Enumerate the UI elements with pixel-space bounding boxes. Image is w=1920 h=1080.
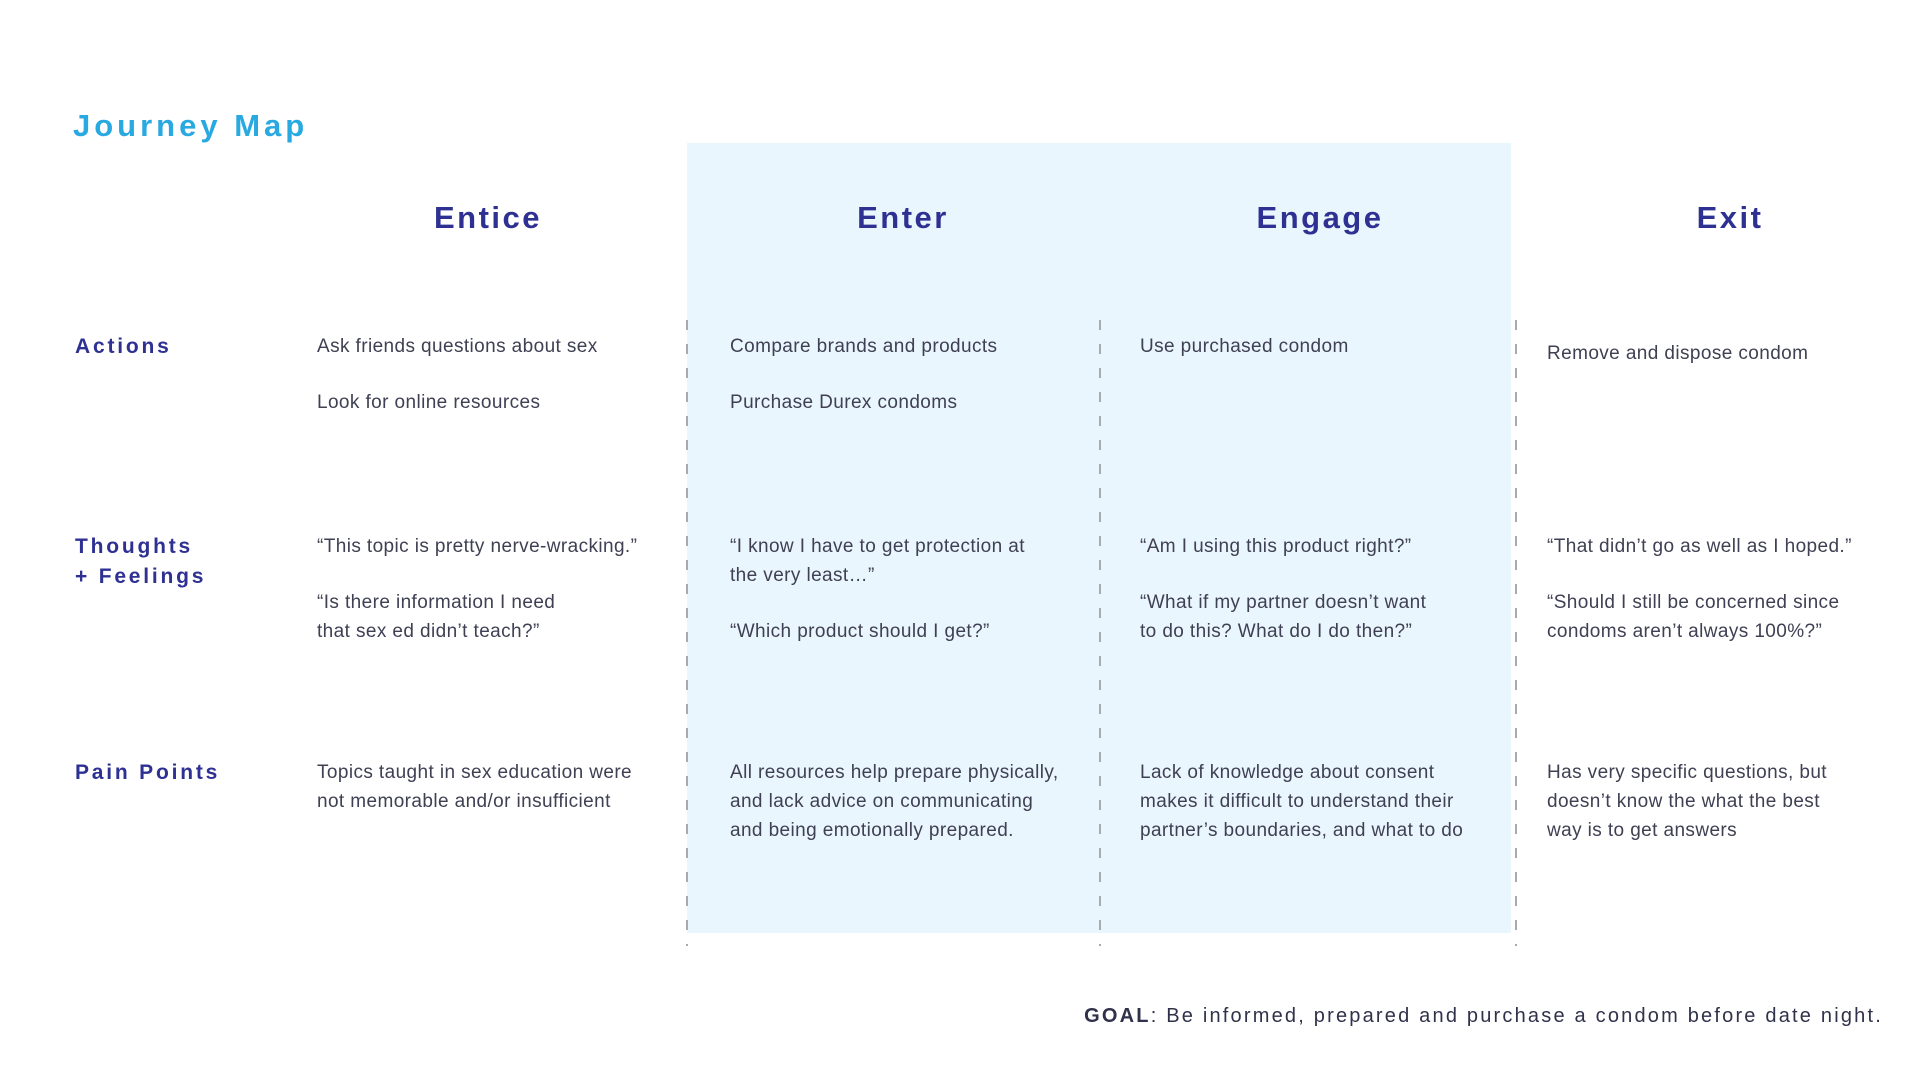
cell-paragraph: “Am I using this product right?”	[1140, 536, 1412, 557]
page-title: Journey Map	[73, 108, 309, 143]
cell-paragraph: “I know I have to get protection at the …	[730, 536, 1025, 586]
cell-paragraph: Use purchased condom	[1140, 336, 1349, 357]
row-label-pain-points: Pain Points	[75, 761, 221, 784]
cell-paragraph: Has very specific questions, but doesn’t…	[1547, 762, 1827, 841]
goal-label: GOAL	[1084, 1005, 1151, 1027]
cell-paragraph: “Should I still be concerned since condo…	[1547, 592, 1840, 642]
stage-header-exit: Exit	[1696, 200, 1764, 235]
cell-engage-actions: Use purchased condom	[1140, 332, 1510, 361]
cell-entice-thoughts: “This topic is pretty nerve-wracking.” “…	[317, 532, 682, 646]
column-divider-3	[1515, 320, 1517, 946]
cell-enter-thoughts: “I know I have to get protection at the …	[730, 532, 1100, 646]
cell-paragraph: Compare brands and products	[730, 336, 998, 357]
cell-paragraph: All resources help prepare physically, a…	[730, 762, 1059, 841]
cell-engage-thoughts: “Am I using this product right?” “What i…	[1140, 532, 1510, 646]
cell-paragraph: “That didn’t go as well as I hoped.”	[1547, 536, 1852, 557]
cell-paragraph: “Is there information I need that sex ed…	[317, 592, 556, 642]
goal-text: : Be informed, prepared and purchase a c…	[1150, 1005, 1883, 1027]
cell-exit-pain: Has very specific questions, but doesn’t…	[1547, 758, 1897, 845]
cell-paragraph: Lack of knowledge about consent makes it…	[1140, 762, 1464, 841]
row-label-actions: Actions	[75, 335, 172, 358]
cell-paragraph: Topics taught in sex education were not …	[317, 762, 633, 812]
cell-engage-pain: Lack of knowledge about consent makes it…	[1140, 758, 1510, 845]
cell-enter-pain: All resources help prepare physically, a…	[730, 758, 1100, 845]
row-label-thoughts-feelings: Thoughts + Feelings	[75, 535, 207, 588]
cell-enter-actions: Compare brands and products Purchase Dur…	[730, 332, 1100, 417]
cell-paragraph: Look for online resources	[317, 392, 541, 413]
cell-entice-actions: Ask friends questions about sex Look for…	[317, 332, 682, 417]
cell-exit-thoughts: “That didn’t go as well as I hoped.” “Sh…	[1547, 532, 1897, 646]
stage-header-entice: Entice	[433, 200, 543, 235]
cell-paragraph: “What if my partner doesn’t want to do t…	[1140, 592, 1427, 642]
cell-paragraph: Purchase Durex condoms	[730, 392, 958, 413]
stage-header-enter: Enter	[857, 200, 949, 235]
cell-paragraph: “Which product should I get?”	[730, 621, 990, 642]
cell-paragraph: “This topic is pretty nerve-wracking.”	[317, 536, 638, 557]
column-divider-2	[1099, 320, 1101, 946]
cell-paragraph: Ask friends questions about sex	[317, 336, 598, 357]
goal-statement: GOAL: Be informed, prepared and purchase…	[1084, 1003, 1883, 1029]
cell-paragraph: Remove and dispose condom	[1547, 343, 1809, 364]
cell-exit-actions: Remove and dispose condom	[1547, 339, 1897, 368]
column-divider-1	[686, 320, 688, 946]
stage-header-engage: Engage	[1256, 200, 1384, 235]
cell-entice-pain: Topics taught in sex education were not …	[317, 758, 682, 816]
